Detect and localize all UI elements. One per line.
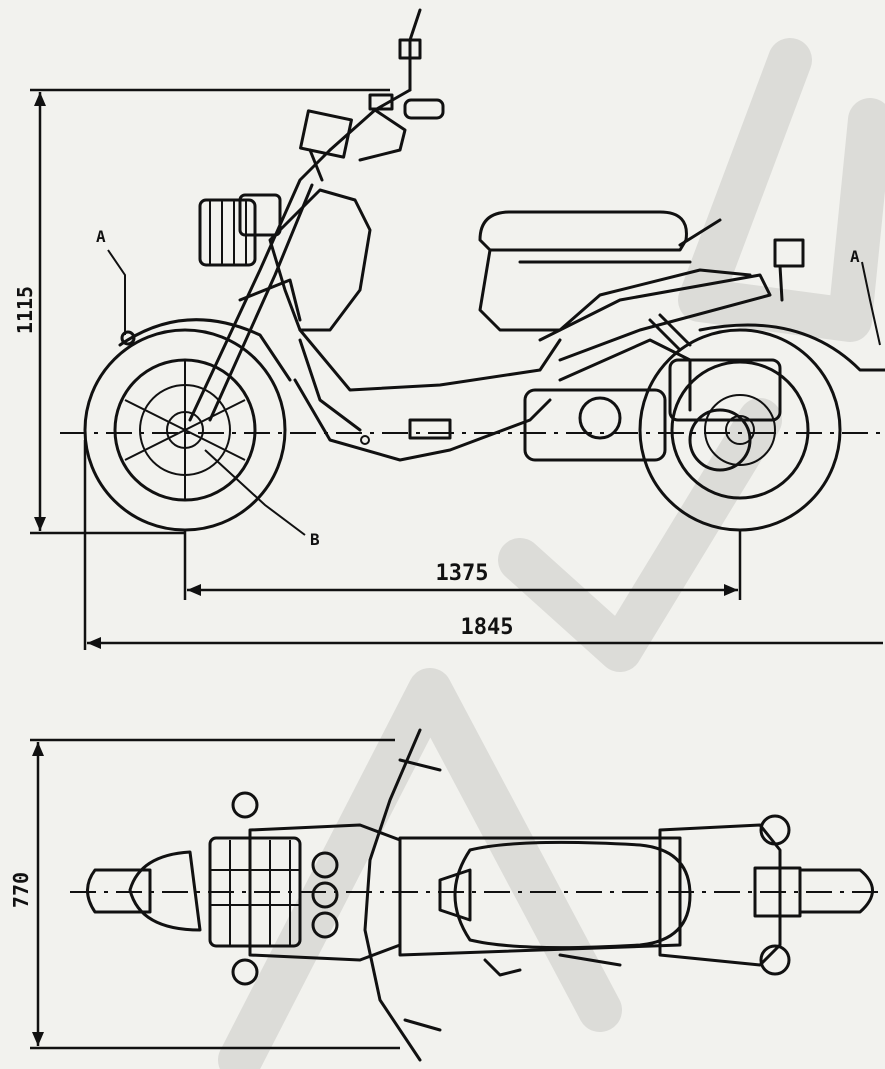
speedometer bbox=[299, 109, 353, 159]
tail-light bbox=[773, 238, 805, 268]
top-front-tire bbox=[86, 868, 152, 914]
engine bbox=[523, 338, 782, 472]
overall-width-value: 770 bbox=[9, 872, 33, 908]
dimension-overall-height: 1115 bbox=[13, 88, 390, 535]
side-view bbox=[83, 8, 885, 532]
dimension-overall-width: 770 bbox=[9, 738, 400, 1050]
watermark bbox=[218, 38, 885, 1069]
speedo-stem bbox=[308, 148, 324, 182]
callout-rear-a: A bbox=[850, 247, 881, 346]
rear-frame bbox=[538, 273, 772, 362]
top-view bbox=[86, 728, 874, 1062]
rear-fender bbox=[698, 323, 885, 372]
seat bbox=[478, 210, 752, 332]
dimension-overall-length: 1845 bbox=[83, 440, 883, 650]
top-signal-front-left bbox=[231, 791, 259, 819]
dimension-wheelbase: 1375 bbox=[183, 530, 742, 600]
top-gauge-1 bbox=[311, 851, 339, 879]
wheelbase-value: 1375 bbox=[436, 561, 489, 586]
leg-shield bbox=[268, 188, 372, 332]
top-gauge-3 bbox=[311, 911, 339, 939]
headlight-rack bbox=[198, 193, 282, 267]
top-rear-body bbox=[658, 823, 782, 967]
top-seat bbox=[453, 840, 692, 950]
fender-mount bbox=[120, 330, 136, 346]
top-rear-tire bbox=[798, 868, 874, 914]
top-handlebar bbox=[363, 728, 422, 1062]
top-levers bbox=[398, 758, 442, 1032]
front-fender bbox=[118, 318, 292, 382]
top-signal-front-right bbox=[231, 958, 259, 986]
top-front-fender bbox=[128, 850, 202, 932]
top-signal-rear-right bbox=[759, 944, 791, 976]
callout-axle-b: B bbox=[204, 449, 320, 549]
top-seat-front bbox=[438, 868, 472, 922]
tail-light-stem bbox=[778, 264, 784, 302]
callout-front-a: A bbox=[96, 227, 126, 335]
overall-height-value: 1115 bbox=[13, 286, 37, 334]
front-fork bbox=[188, 148, 332, 422]
top-floorboard bbox=[398, 836, 682, 957]
front-wheel bbox=[83, 328, 287, 532]
handlebar bbox=[328, 8, 445, 162]
callout-rear-a-label: A bbox=[850, 247, 860, 266]
callout-front-a-label: A bbox=[96, 227, 106, 246]
top-footrest bbox=[558, 953, 622, 967]
floor-frame bbox=[293, 328, 562, 462]
rear-shock bbox=[648, 313, 692, 352]
overall-length-value: 1845 bbox=[461, 615, 514, 640]
callout-axle-b-label: B bbox=[310, 530, 320, 549]
top-gauge-2 bbox=[311, 881, 339, 909]
top-kickstand bbox=[483, 958, 522, 977]
